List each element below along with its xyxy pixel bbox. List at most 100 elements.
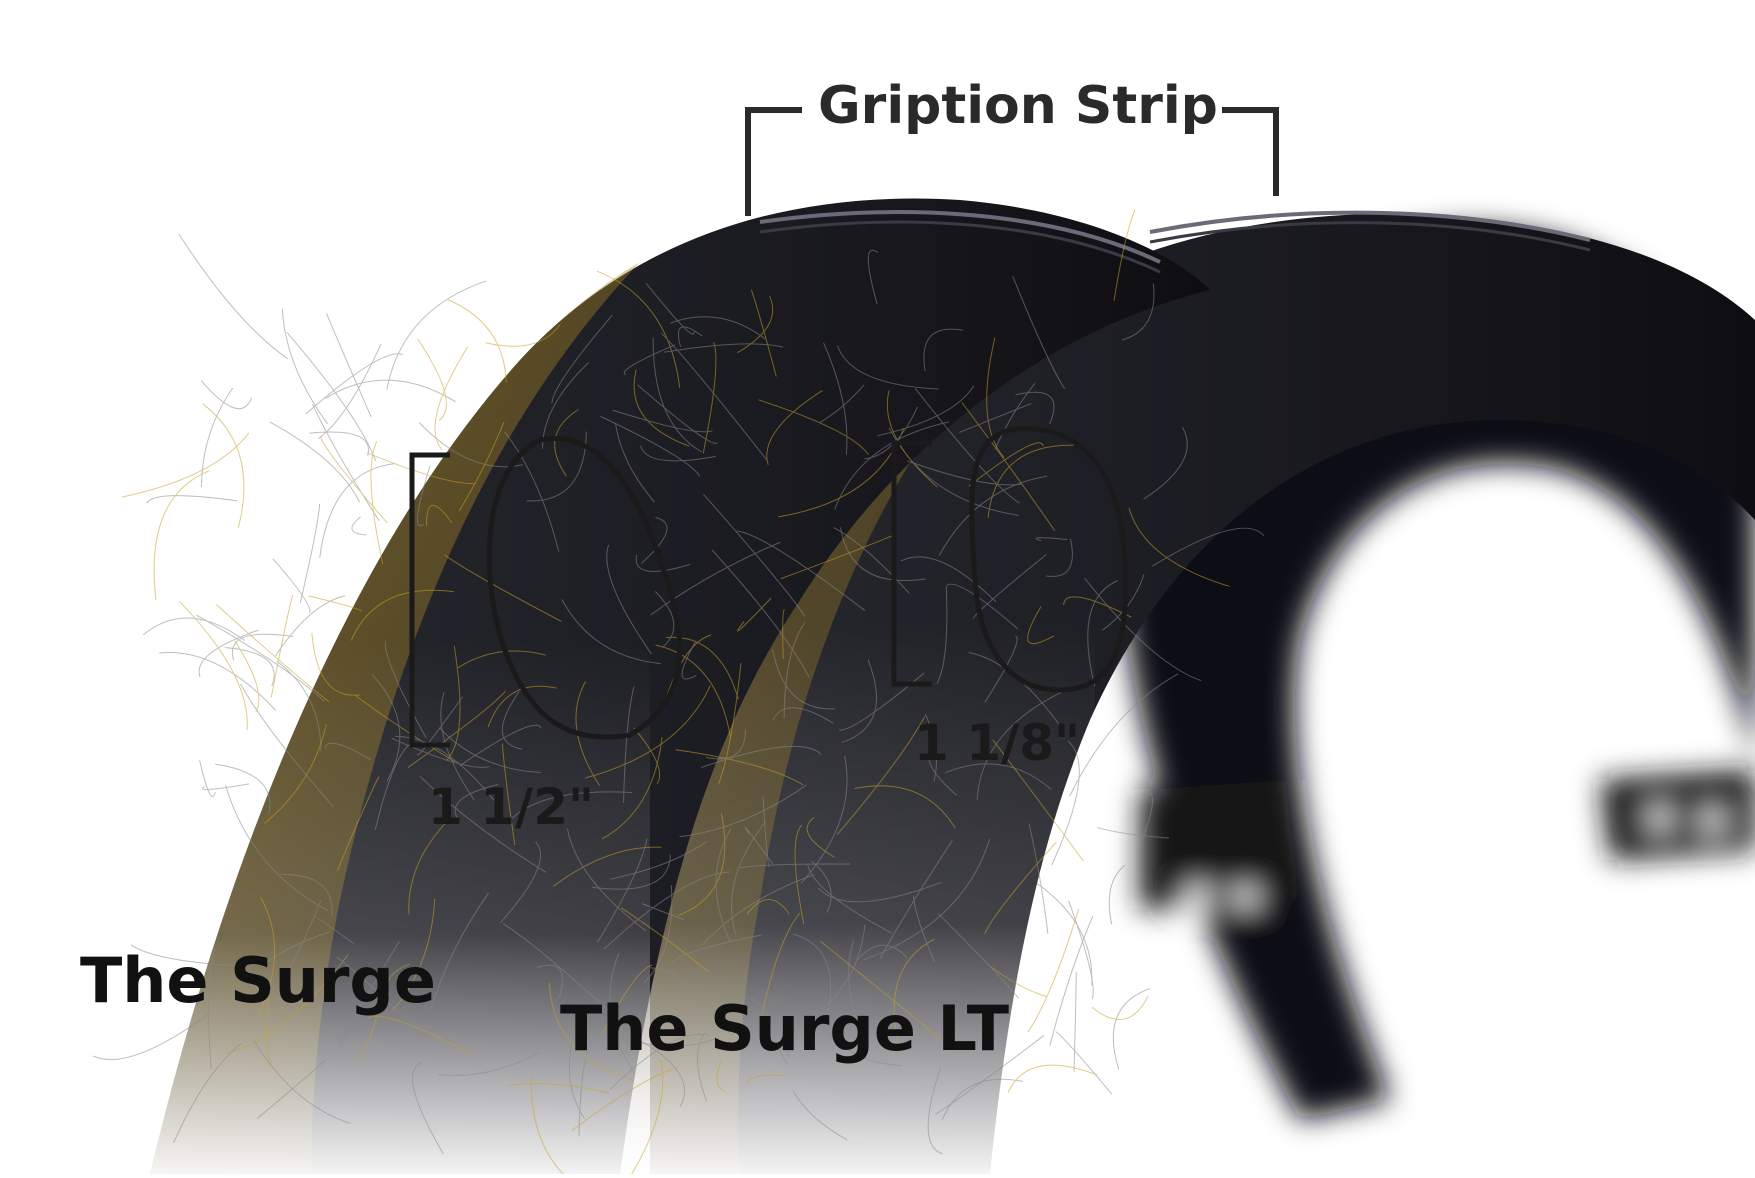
fiber-strand <box>986 337 1005 458</box>
fiber-strand <box>700 745 822 769</box>
fiber-strand <box>663 343 784 353</box>
fiber-strand <box>269 421 360 503</box>
fiber-strand <box>274 595 346 657</box>
fiber-strand <box>854 785 956 829</box>
fiber-strand <box>633 727 661 785</box>
fiber-strand <box>976 690 1066 800</box>
surge-dimension-label: 1 1/2" <box>428 778 595 836</box>
fiber-strand <box>701 874 815 946</box>
fiber-strand <box>610 841 708 880</box>
fiber-strand <box>575 681 600 786</box>
fiber-strand <box>487 685 557 728</box>
fiber-strand <box>1068 900 1094 1000</box>
fiber-strand <box>609 953 635 1074</box>
fiber-strand <box>354 694 456 763</box>
fiber-strand <box>596 838 648 944</box>
fiber-strand <box>350 589 455 641</box>
fiber-strand <box>837 345 939 390</box>
fiber-strand <box>1027 606 1055 645</box>
fiber-strand <box>823 342 848 455</box>
carbon-fiber-texture <box>93 209 1265 1178</box>
fiber-strand <box>760 912 801 1020</box>
fiber-strand <box>601 737 663 840</box>
fiber-strand <box>661 333 769 462</box>
fiber-strand <box>1112 988 1151 1070</box>
fiber-strand <box>351 516 367 536</box>
fiber-strand <box>739 863 851 869</box>
fiber-strand <box>935 1035 1045 1115</box>
fiber-strand <box>122 432 250 498</box>
fiber-strand <box>336 956 424 1040</box>
fiber-strand <box>923 328 963 372</box>
fiber-strand <box>367 1015 475 1057</box>
fiber-strand <box>603 871 730 950</box>
fiber-strand <box>366 452 477 485</box>
fiber-strand <box>454 784 499 819</box>
fiber-strand <box>173 1042 242 1144</box>
fiber-strand <box>416 465 431 527</box>
fiber-strand <box>312 914 355 945</box>
fiber-strand <box>745 1074 784 1084</box>
fiber-strand <box>984 635 1018 703</box>
fiber-strand <box>968 442 1044 487</box>
fiber-strand <box>551 314 613 404</box>
gription-strip-label: Gription Strip <box>818 76 1218 136</box>
fiber-strand <box>783 622 806 719</box>
fiber-strand <box>225 784 329 912</box>
fiber-strand <box>994 382 1036 450</box>
surge-lt-dimension-label: 1 1/8" <box>914 714 1081 772</box>
fiber-strand <box>444 554 562 622</box>
fiber-strand <box>508 791 633 822</box>
fiber-strand <box>130 944 244 967</box>
fiber-strand <box>299 504 321 604</box>
fiber-strand <box>1152 527 1265 567</box>
fiber-strand <box>319 436 388 524</box>
fiber-strand <box>766 390 823 465</box>
fiber-strand <box>215 603 330 703</box>
fiber-strand <box>912 895 935 963</box>
fiber-strand <box>794 824 805 925</box>
fiber-strand <box>879 839 953 960</box>
surge-lt-cross-section <box>969 426 1129 693</box>
fiber-strand <box>571 1066 679 1131</box>
fiber-strand <box>257 896 276 1016</box>
fiber-strand <box>318 343 382 440</box>
fiber-strand <box>1049 916 1094 1046</box>
fiber-strand <box>200 380 253 410</box>
fiber-strand <box>762 796 770 867</box>
fiber-strand <box>207 947 216 1069</box>
fiber-strand <box>606 544 652 655</box>
fiber-strand <box>585 685 711 779</box>
fiber-strand <box>408 819 449 915</box>
fiber-strand <box>1051 740 1080 866</box>
fiber-strand <box>705 729 746 760</box>
fiber-strand <box>924 714 937 782</box>
fiber-strand <box>649 967 699 1002</box>
fiber-strand <box>596 270 681 388</box>
fiber-strand <box>677 326 703 347</box>
fiber-strand <box>426 504 453 526</box>
fiber-strand <box>499 841 542 924</box>
fiber-strand <box>1101 574 1145 631</box>
fiber-strand <box>240 683 334 808</box>
fiber-strand <box>746 899 790 915</box>
fiber-strand <box>305 353 404 415</box>
fiber-strand <box>855 944 908 962</box>
fiber-strand <box>938 475 1048 557</box>
fiber-strand <box>198 629 259 678</box>
fiber-strand <box>325 379 456 403</box>
fiber-strand <box>614 422 655 503</box>
fiber-strand <box>945 763 1052 790</box>
fiber-strand <box>391 737 490 768</box>
fiber-strand <box>641 903 685 921</box>
fiber-strand <box>665 634 712 699</box>
fiber-strand <box>438 727 541 773</box>
fiber-strand <box>485 324 561 347</box>
fiber-strand <box>776 924 866 1036</box>
fiber-strand <box>987 444 1074 518</box>
fiber-strand <box>737 295 774 354</box>
fiber-strand <box>312 403 380 522</box>
fiber-strand <box>502 923 626 1027</box>
fiber-strand <box>199 760 216 797</box>
